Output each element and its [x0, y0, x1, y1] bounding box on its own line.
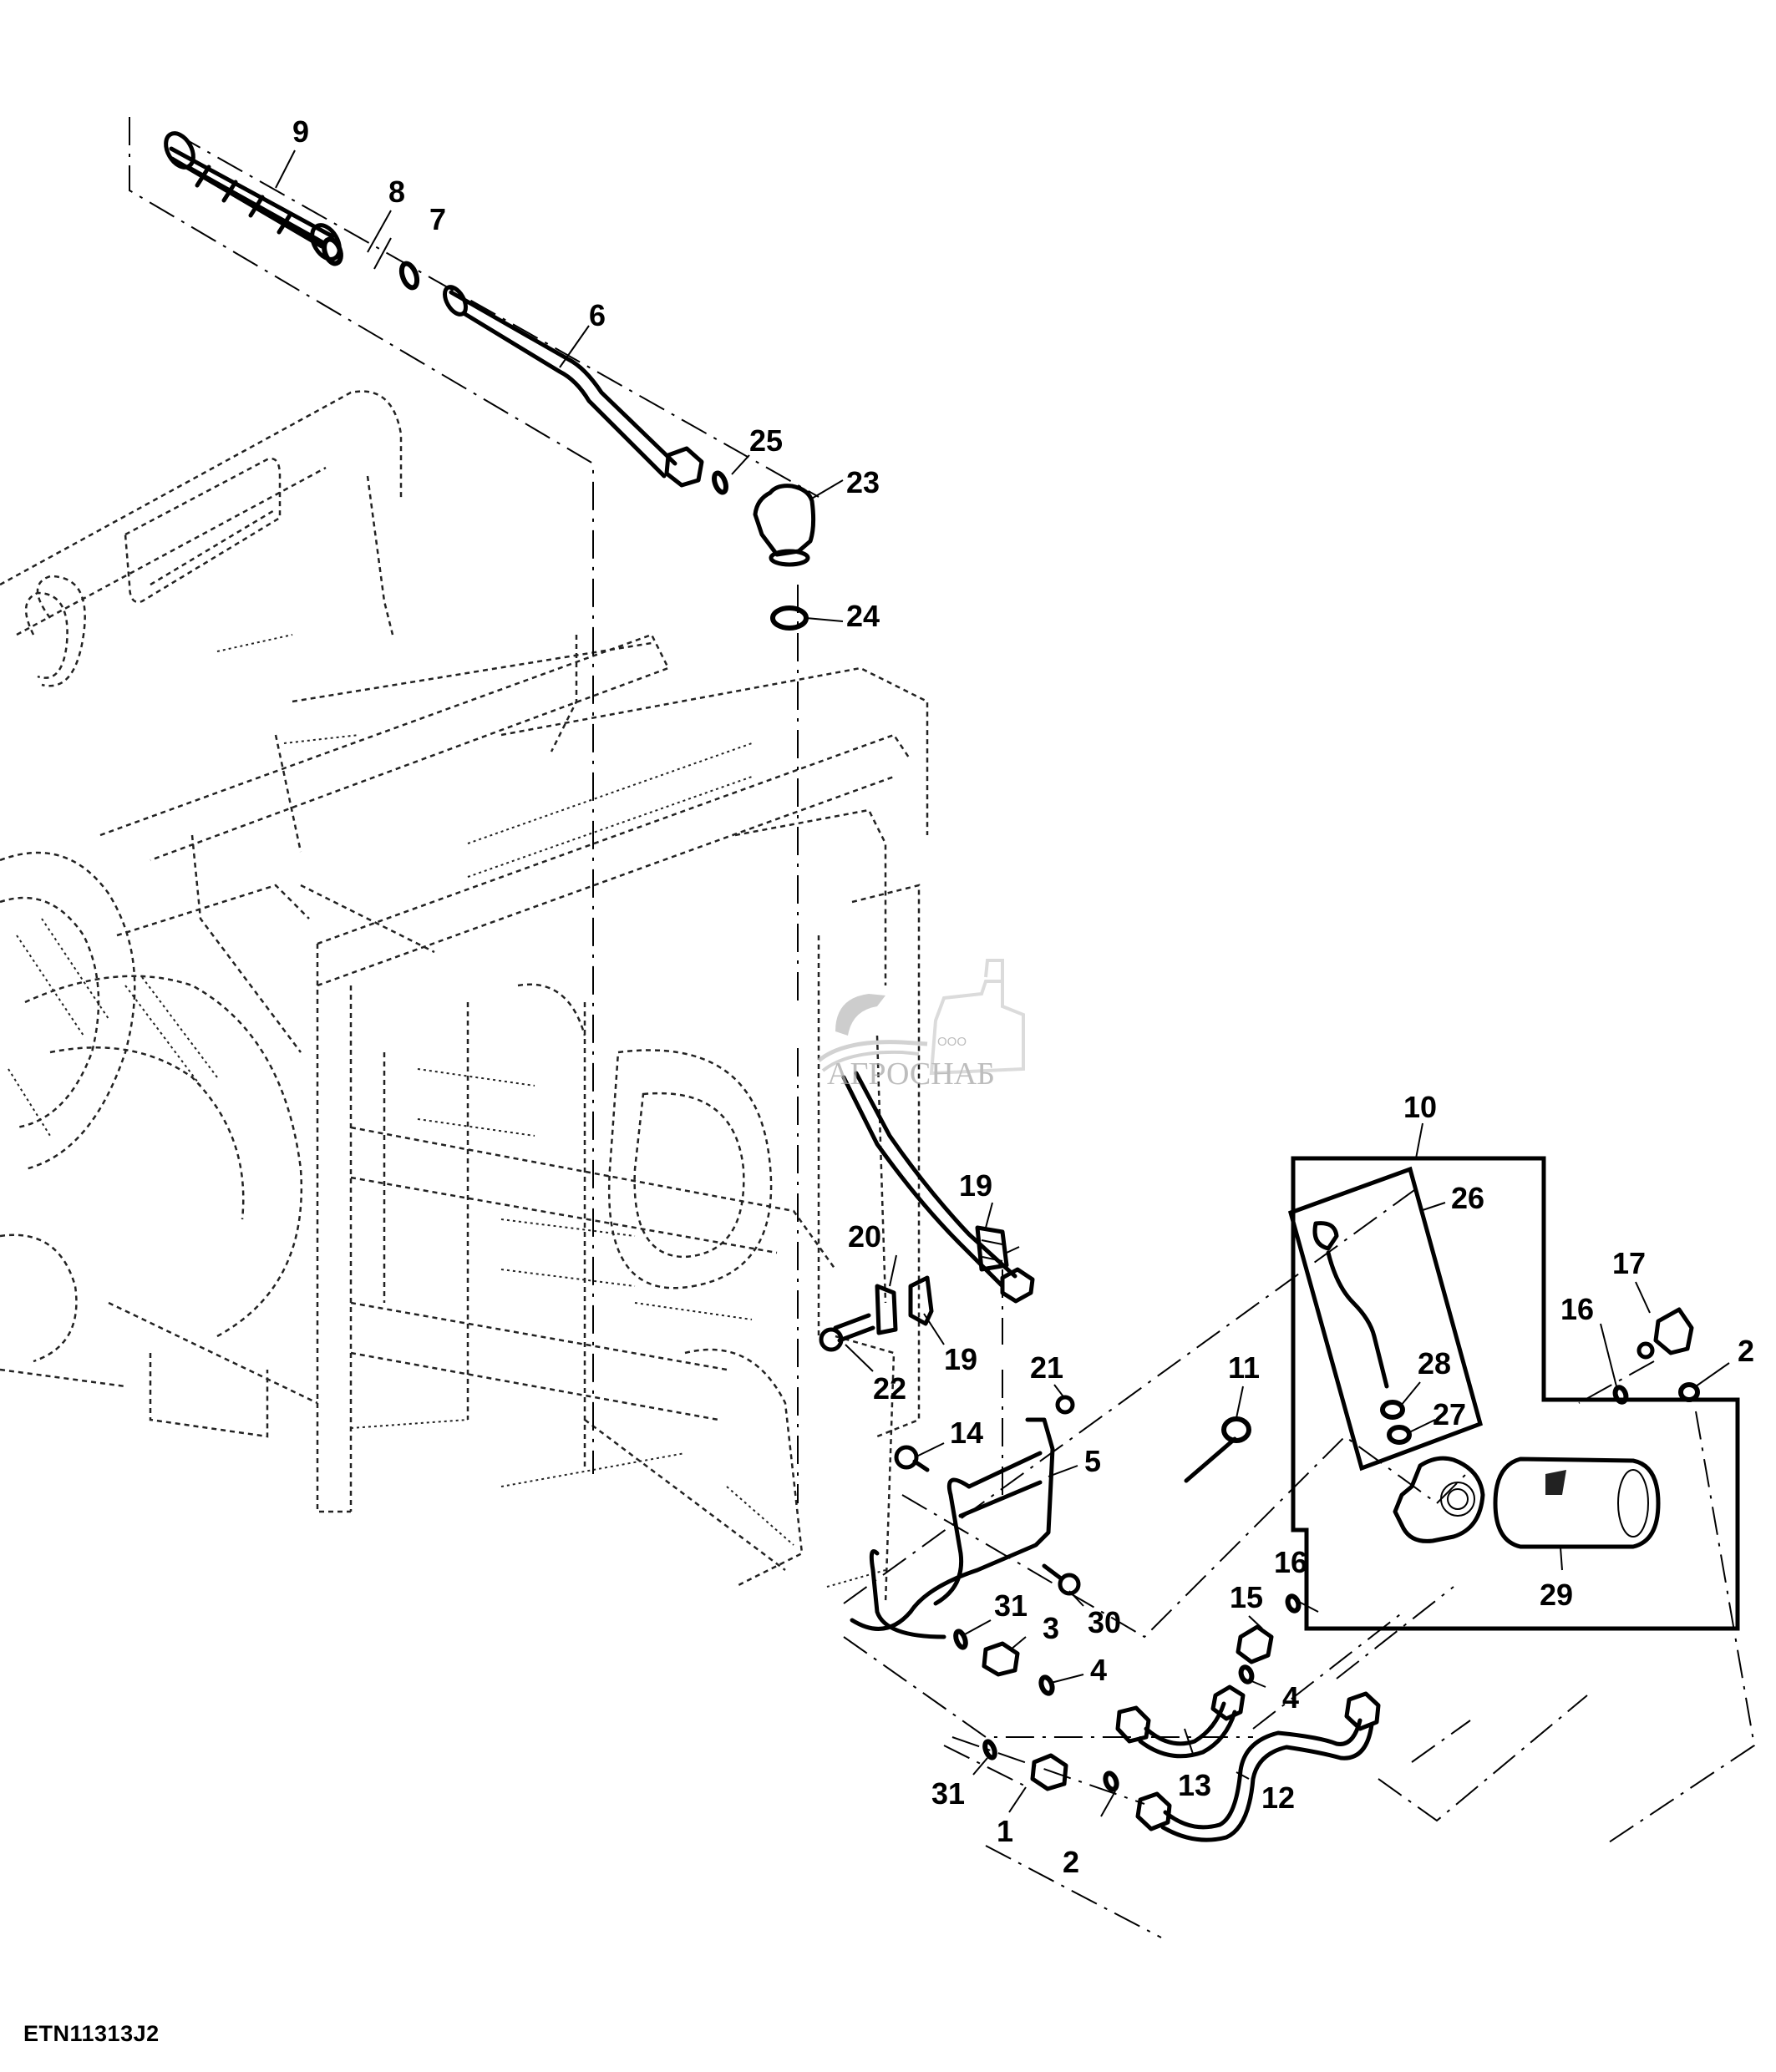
callout-29: 29 [1540, 1578, 1573, 1612]
part-30-bolt[interactable] [1042, 1563, 1081, 1596]
part-11-pin[interactable] [1184, 1416, 1251, 1483]
part-4-o-ring-left[interactable] [1038, 1674, 1055, 1696]
part-28-o-ring[interactable] [1380, 1400, 1405, 1420]
figure-id: ETN11313J2 [23, 2021, 160, 2046]
callout-28: 28 [1418, 1346, 1451, 1380]
callout-31-upper: 31 [994, 1588, 1028, 1623]
part-8-seal[interactable] [321, 236, 343, 266]
callout-16-lower: 16 [1274, 1545, 1307, 1579]
callout-2-upper: 2 [1738, 1334, 1754, 1368]
dipstick-tube [841, 1075, 1005, 1289]
callout-11: 11 [1228, 1350, 1260, 1385]
part-19-clip-lower[interactable] [908, 1275, 934, 1326]
callout-6: 6 [589, 298, 606, 332]
callout-3: 3 [1043, 1611, 1059, 1645]
callout-12: 12 [1261, 1781, 1295, 1815]
callout-13: 13 [1178, 1768, 1211, 1802]
part-23-elbow-fitting[interactable] [753, 484, 816, 567]
callout-9: 9 [292, 114, 309, 149]
callout-25: 25 [749, 423, 783, 458]
part-filter-head[interactable] [1393, 1456, 1485, 1543]
callout-2-lower: 2 [1063, 1845, 1079, 1879]
watermark-logo: ООО АГРОСНАБ [817, 959, 1025, 1092]
callout-22: 22 [873, 1371, 906, 1406]
callout-14: 14 [950, 1416, 983, 1450]
part-25-o-ring[interactable] [712, 470, 728, 495]
callout-4-left: 4 [1090, 1653, 1107, 1687]
callout-23: 23 [846, 465, 880, 499]
part-20-plate[interactable] [875, 1284, 898, 1335]
callout-16-upper: 16 [1560, 1292, 1594, 1326]
part-24-o-ring[interactable] [770, 605, 809, 631]
part-26-sensor-harness[interactable] [1312, 1221, 1389, 1389]
part-19-clip-upper[interactable] [975, 1225, 1009, 1272]
leader-lines [275, 149, 1730, 1817]
callout-1: 1 [997, 1814, 1013, 1848]
part-21-nut[interactable] [1055, 1395, 1075, 1415]
part-29-filter[interactable] [1493, 1456, 1661, 1549]
watermark-brand: АГРОСНАБ [827, 1056, 995, 1092]
dipstick-tube-edge [854, 1071, 1017, 1279]
engine-ghost-outline [0, 390, 929, 1604]
part-15-fitting[interactable] [1236, 1624, 1274, 1664]
part-27-o-ring[interactable] [1387, 1425, 1412, 1445]
part-12-long-pipe[interactable] [1135, 1691, 1381, 1842]
part-9-strainer-screen[interactable] [160, 129, 345, 264]
part-6-tube[interactable] [440, 283, 704, 488]
part-1-fitting[interactable] [1030, 1753, 1068, 1791]
part-4-o-ring-right[interactable] [1238, 1664, 1255, 1684]
part-16-o-ring-lower[interactable] [1285, 1593, 1302, 1614]
callout-19-upper: 19 [959, 1168, 992, 1203]
callout-5: 5 [1084, 1444, 1101, 1478]
callout-10: 10 [1403, 1090, 1437, 1124]
callout-19-lower: 19 [944, 1342, 977, 1376]
part-31-o-ring-lower[interactable] [982, 1739, 997, 1760]
part-3-fitting[interactable] [982, 1641, 1020, 1677]
part-10-kit-boundary [1291, 1156, 1740, 1631]
part-26-kit-boundary [1287, 1166, 1484, 1472]
part-14-bolt[interactable] [894, 1445, 930, 1472]
part-5-bracket[interactable] [850, 1417, 1055, 1639]
callout-7: 7 [429, 202, 446, 236]
part-17-sensor[interactable] [1636, 1307, 1694, 1360]
callout-31-lower: 31 [931, 1776, 965, 1811]
callout-8: 8 [388, 175, 405, 209]
part-2-o-ring-upper[interactable] [1678, 1382, 1700, 1402]
tube-nut [1000, 1267, 1035, 1304]
part-7-o-ring[interactable] [398, 261, 420, 291]
callout-30: 30 [1088, 1605, 1121, 1639]
part-16-o-ring-upper[interactable] [1612, 1385, 1629, 1405]
part-31-o-ring-upper[interactable] [953, 1629, 968, 1650]
callout-labels: 9 8 7 6 25 23 24 10 26 19 20 19 22 21 11… [292, 114, 1754, 1879]
callout-15: 15 [1230, 1580, 1263, 1614]
assembly-axis-lines [129, 117, 1756, 1938]
filter-logo-mark [1545, 1470, 1566, 1495]
part-2-o-ring-lower[interactable] [1103, 1771, 1119, 1792]
callout-21: 21 [1030, 1350, 1063, 1385]
callout-24: 24 [846, 599, 880, 633]
callout-26: 26 [1451, 1181, 1484, 1215]
callout-17: 17 [1612, 1246, 1646, 1280]
part-22-bolt[interactable] [819, 1313, 875, 1352]
watermark-prefix: ООО [937, 1035, 967, 1049]
callout-4-right: 4 [1282, 1680, 1299, 1715]
callout-27: 27 [1433, 1397, 1466, 1431]
callout-20: 20 [848, 1219, 881, 1254]
part-13-short-pipe[interactable] [1115, 1684, 1246, 1759]
